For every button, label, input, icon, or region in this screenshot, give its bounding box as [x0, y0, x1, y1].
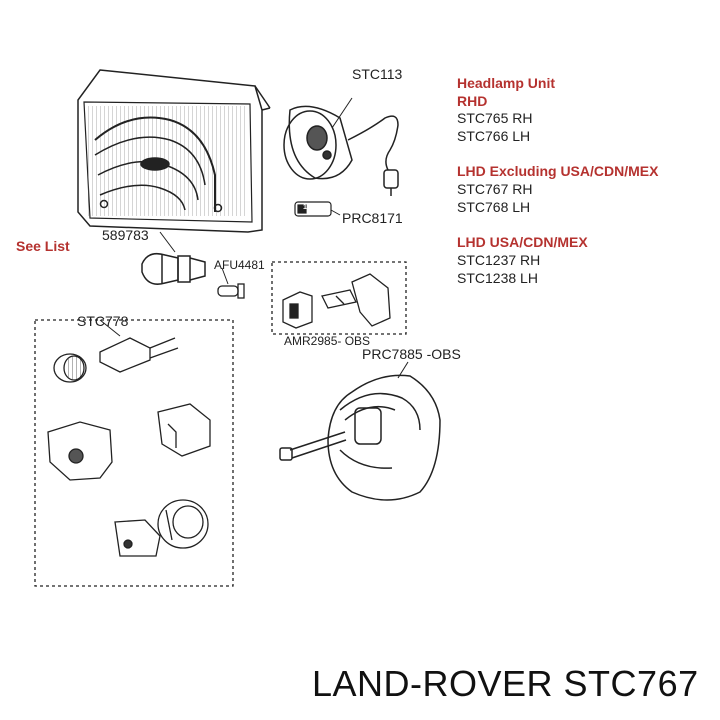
legend-g3-title: LHD USA/CDN/MEX	[457, 234, 588, 250]
stc778-kit	[34, 319, 234, 587]
label-stc113: STC113	[352, 66, 403, 82]
label-prc8171: PRC8171	[342, 210, 403, 226]
label-stc778: STC778	[77, 313, 129, 329]
label-afu4481: AFU4481	[214, 258, 265, 272]
label-see-list: See List	[16, 238, 70, 254]
headlamp-unit	[77, 69, 271, 233]
bulb-afu4481	[217, 267, 245, 299]
label-amr2985: AMR2985- OBS	[284, 334, 371, 348]
legend-g2-item1: STC767 RH	[457, 181, 533, 197]
label-prc8171-icon-text: 1.A8	[303, 204, 318, 211]
legend-g1-title1: Headlamp Unit	[457, 75, 556, 91]
stc113-socket	[283, 97, 399, 196]
legend-g1-item1: STC765 RH	[457, 110, 533, 126]
legend-g1-title2: RHD	[457, 93, 488, 109]
legend-g2-item2: STC768 LH	[457, 199, 531, 215]
prc8171-part	[294, 201, 332, 217]
legend-g3-item1: STC1237 RH	[457, 252, 541, 268]
legend-g3-item2: STC1238 LH	[457, 270, 538, 286]
label-589783: 589783	[102, 227, 149, 243]
amr2985-group	[271, 261, 407, 335]
bulb-589783	[141, 231, 206, 285]
legend-g2-title: LHD Excluding USA/CDN/MEX	[457, 163, 659, 179]
brand-part-number: LAND-ROVER STC767	[312, 663, 699, 704]
legend-g1-item2: STC766 LH	[457, 128, 531, 144]
label-prc7885: PRC7885 -OBS	[362, 346, 461, 362]
prc7885-motor	[279, 361, 441, 501]
